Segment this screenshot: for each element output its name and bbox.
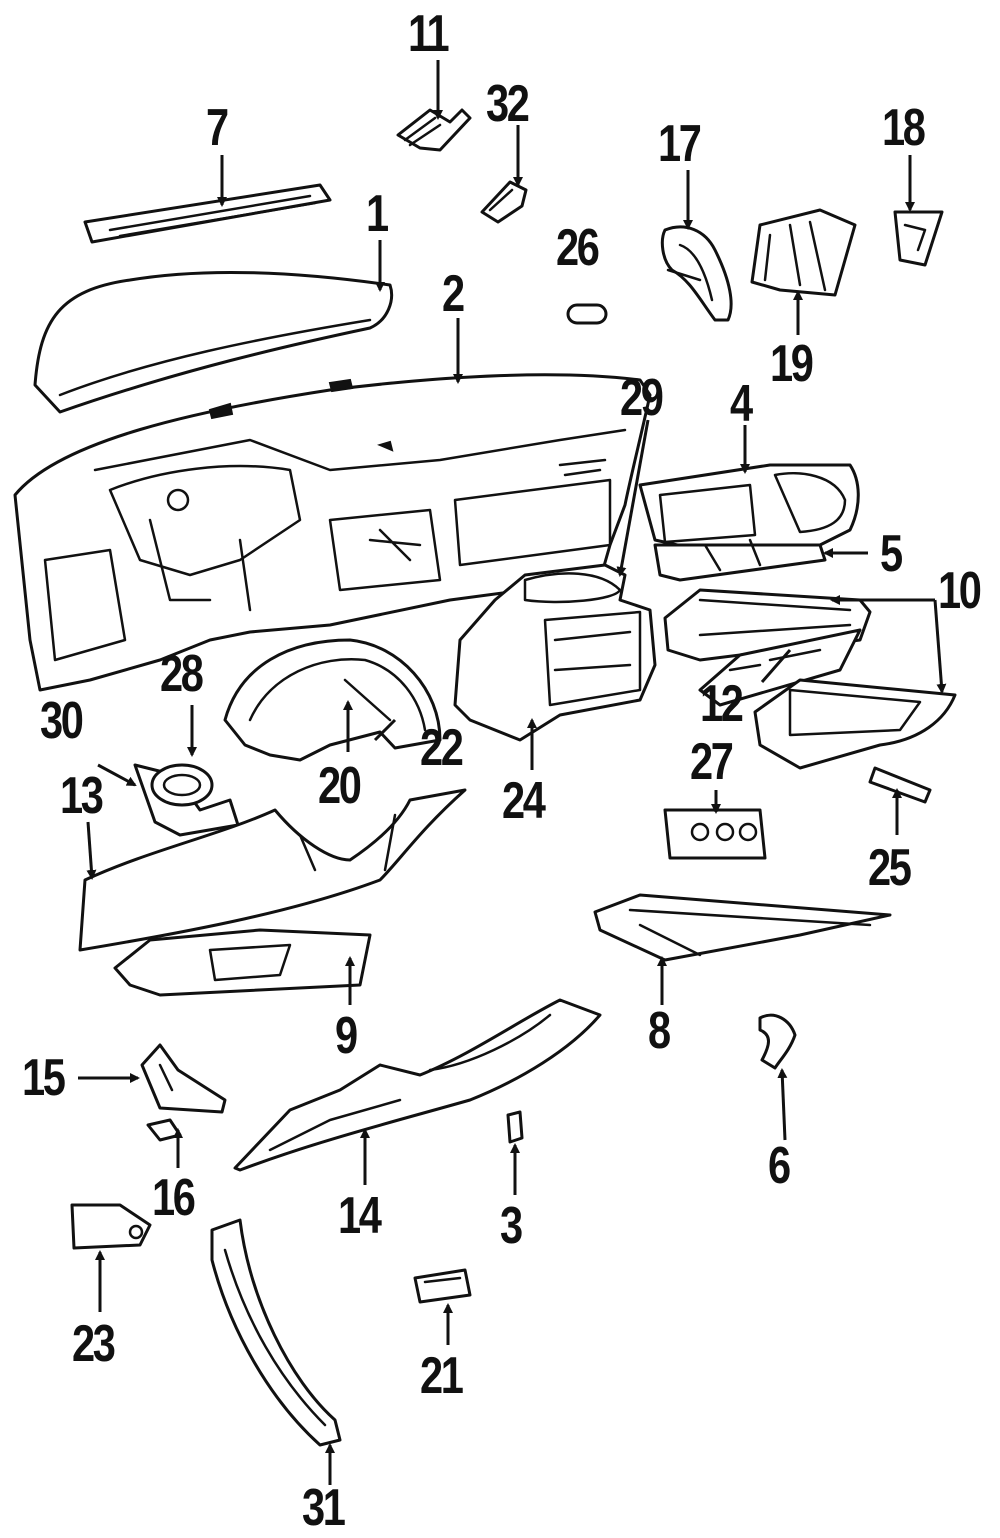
- callout-2: 2: [442, 265, 465, 323]
- part-side-vent-left: [660, 225, 733, 322]
- part-lighter: [396, 108, 472, 152]
- part-climate-control: [663, 808, 767, 860]
- leader-lines: [78, 60, 947, 1485]
- part-lower-bezel: [653, 538, 827, 582]
- callout-14: 14: [338, 1187, 382, 1245]
- callout-30: 30: [40, 692, 84, 750]
- callout-32: 32: [486, 75, 530, 133]
- part-bracket-18: [893, 210, 944, 267]
- callout-26: 26: [556, 219, 600, 277]
- part-plate: [70, 1203, 152, 1250]
- callout-9: 9: [335, 1007, 358, 1065]
- part-center-bezel: [453, 563, 657, 742]
- callout-6: 6: [768, 1137, 791, 1195]
- callout-20: 20: [318, 757, 362, 815]
- part-tray-door: [698, 628, 862, 707]
- part-clip-16: [146, 1118, 182, 1142]
- callout-17: 17: [658, 115, 702, 173]
- callout-16: 16: [152, 1169, 196, 1227]
- callout-10: 10: [938, 562, 982, 620]
- callout-31: 31: [302, 1479, 346, 1537]
- callout-22: 22: [420, 719, 464, 777]
- callout-24: 24: [502, 772, 546, 830]
- callout-3: 3: [500, 1197, 523, 1255]
- part-glove-door: [593, 893, 892, 962]
- part-switch-21: [413, 1268, 472, 1304]
- part-cluster-bezel: [638, 463, 860, 552]
- callout-13: 13: [60, 767, 104, 825]
- callout-27: 27: [690, 733, 734, 791]
- callout-12: 12: [700, 675, 744, 733]
- callout-1: 1: [366, 185, 389, 243]
- part-clip: [758, 1013, 797, 1070]
- part-left-vent-housing: [133, 763, 240, 837]
- callout-19: 19: [770, 335, 814, 393]
- part-switch: [480, 180, 528, 224]
- part-fastener: [506, 1110, 524, 1144]
- callout-8: 8: [648, 1002, 671, 1060]
- callout-28: 28: [160, 645, 204, 703]
- callout-25: 25: [868, 839, 912, 897]
- callout-5: 5: [880, 525, 903, 583]
- callout-29: 29: [620, 369, 664, 427]
- callout-7: 7: [206, 99, 229, 157]
- callout-18: 18: [882, 99, 926, 157]
- callout-21: 21: [420, 1347, 464, 1405]
- part-knob: [868, 766, 932, 804]
- part-glove-box: [753, 678, 957, 770]
- part-side-vent-right: [750, 208, 857, 297]
- part-lower-trim: [233, 998, 602, 1172]
- part-cluster-lens: [223, 638, 442, 762]
- callout-4: 4: [730, 375, 753, 433]
- callout-23: 23: [72, 1315, 116, 1373]
- part-lamp: [566, 303, 608, 325]
- callout-15: 15: [22, 1049, 66, 1107]
- part-end-cap: [140, 1043, 227, 1114]
- part-instrument-panel: [13, 373, 652, 692]
- part-lower-panel: [113, 928, 372, 997]
- callout-11: 11: [408, 5, 450, 63]
- part-pillar-trim: [210, 1218, 342, 1447]
- part-knee-bolster: [78, 788, 467, 952]
- part-defroster-grille: [83, 183, 332, 244]
